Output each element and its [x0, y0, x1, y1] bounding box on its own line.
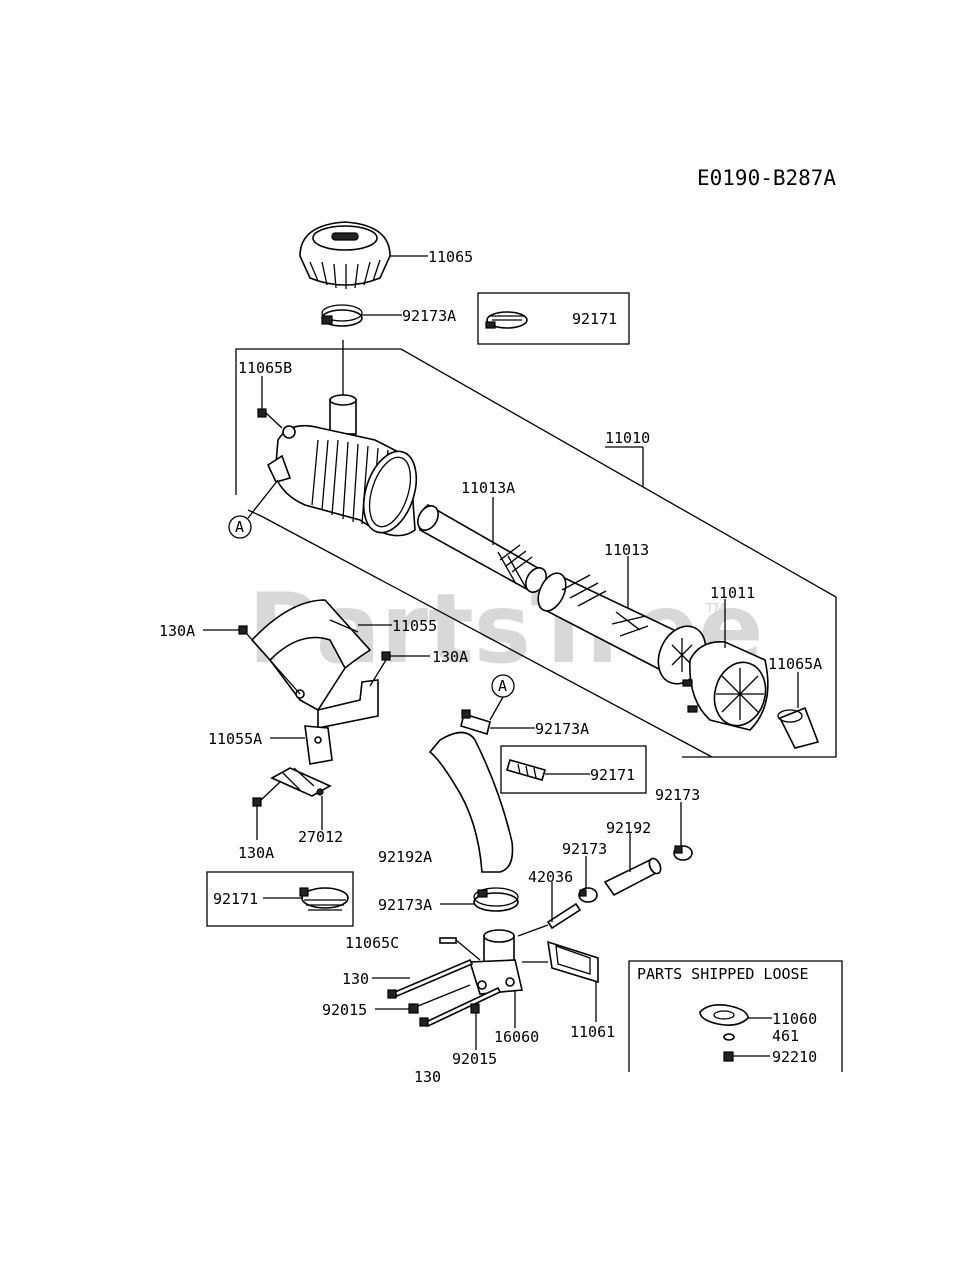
evacuator-valve-11065A	[777, 706, 820, 749]
end-cover-11011	[682, 641, 769, 731]
washer-92015-left	[408, 1003, 419, 1014]
bolt-130A-mid	[381, 651, 391, 661]
label-92173A-mid: 92173A	[535, 720, 589, 738]
clip-92173-mid	[578, 887, 598, 903]
label-11011: 11011	[710, 584, 755, 602]
label-11010: 11010	[605, 429, 650, 447]
ref-circle-A-left	[228, 515, 252, 539]
label-92173-right: 92173	[655, 786, 700, 804]
bolt-130A-bottom	[252, 797, 262, 807]
label-92171-bottom: 92171	[213, 890, 258, 908]
label-16060: 16060	[494, 1028, 539, 1046]
bolt-130-bottom	[419, 986, 502, 1028]
watermark-trademark: TM	[705, 602, 725, 617]
label-92192A: 92192A	[378, 848, 432, 866]
clamp-92173A-top	[321, 304, 363, 327]
clamp-92171-mid	[506, 759, 546, 781]
bolt-130-mid	[387, 958, 474, 999]
bolt-130A-left	[238, 625, 248, 635]
box-92171-mid	[500, 745, 647, 794]
label-130-mid: 130	[342, 970, 369, 988]
intake-hose-92192A	[428, 731, 514, 873]
label-92171-mid: 92171	[590, 766, 635, 784]
label-92173-mid: 92173	[562, 840, 607, 858]
clamp-92171-bottom	[299, 887, 349, 911]
washer-461	[723, 1033, 735, 1041]
label-92173A-top: 92173A	[402, 307, 456, 325]
label-11065B: 11065B	[238, 359, 292, 377]
label-130A-mid: 130A	[432, 648, 468, 666]
label-11060: 11060	[772, 1010, 817, 1028]
label-130-bottom: 130	[414, 1068, 441, 1086]
label-11065C: 11065C	[345, 934, 399, 952]
band-bracket-11055	[250, 599, 379, 729]
label-11061: 11061	[570, 1023, 615, 1041]
label-11065A: 11065A	[768, 655, 822, 673]
ref-A-mid: A	[498, 677, 507, 695]
label-11055: 11055	[392, 617, 437, 635]
box-92171-top	[477, 292, 630, 345]
bracket-11010	[235, 348, 837, 758]
box-92171-bottom	[206, 871, 354, 927]
plate-27012	[270, 767, 332, 797]
loose-box-title: PARTS SHIPPED LOOSE	[637, 965, 809, 983]
label-92171-top: 92171	[572, 310, 617, 328]
nut-92210	[723, 1051, 734, 1062]
label-461: 461	[772, 1027, 799, 1045]
pipe-42036	[546, 902, 582, 930]
label-130A-left: 130A	[159, 622, 195, 640]
hose-92192	[603, 857, 662, 897]
label-11065: 11065	[428, 248, 473, 266]
label-27012: 27012	[298, 828, 343, 846]
label-11055A: 11055A	[208, 730, 262, 748]
air-cleaner-housing	[266, 394, 418, 537]
label-42036: 42036	[528, 868, 573, 886]
washer-92015-bottom	[470, 1003, 480, 1014]
mount-bracket-11055A	[304, 725, 333, 765]
screw-11065B	[257, 408, 283, 429]
label-130A-bottom: 130A	[238, 844, 274, 862]
clip-92173-right	[673, 845, 693, 861]
label-92015-left: 92015	[322, 1001, 367, 1019]
label-11013: 11013	[604, 541, 649, 559]
box-parts-shipped-loose	[628, 960, 843, 1072]
gasket-11060	[699, 1004, 749, 1026]
label-11013A: 11013A	[461, 479, 515, 497]
gasket-11061	[547, 940, 599, 984]
clamp-92173A-bottom	[473, 887, 519, 912]
label-92210: 92210	[772, 1048, 817, 1066]
precleaner-cap-11065	[299, 221, 391, 289]
inlet-pipe-16060	[468, 929, 523, 995]
ref-A-left: A	[235, 518, 244, 536]
screw-11065C	[439, 937, 457, 944]
clamp-92173A-mid	[460, 709, 491, 736]
clamp-92171-top	[485, 311, 528, 329]
label-92173A-bottom: 92173A	[378, 896, 432, 914]
label-92015-bottom: 92015	[452, 1050, 497, 1068]
label-92192: 92192	[606, 819, 651, 837]
diagram-code: E0190-B287A	[697, 166, 836, 190]
